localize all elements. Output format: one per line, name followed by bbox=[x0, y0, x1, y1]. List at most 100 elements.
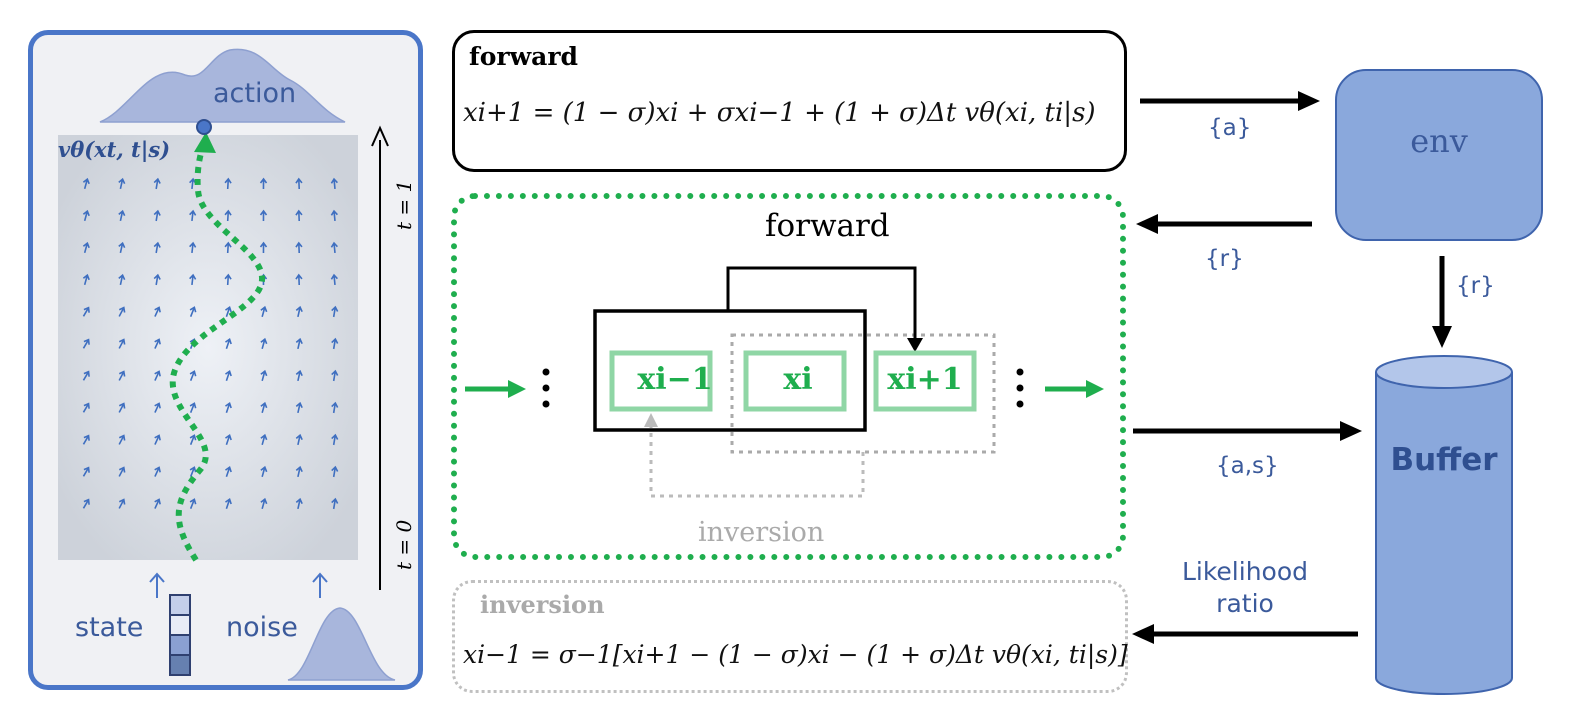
field-arrow bbox=[189, 241, 197, 254]
field-arrow bbox=[330, 209, 338, 222]
field-arrow bbox=[82, 370, 90, 381]
inversion-connector-arrowhead bbox=[644, 413, 658, 427]
field-arrow bbox=[295, 497, 303, 510]
field-arrow bbox=[82, 241, 90, 254]
arrow-likelihood-head bbox=[1132, 624, 1154, 644]
forward-box-title: forward bbox=[469, 42, 578, 71]
field-arrow bbox=[295, 305, 303, 318]
t-top-label: t = 1 bbox=[392, 179, 416, 230]
field-arrow bbox=[118, 338, 126, 349]
t-bottom-label: t = 0 bbox=[392, 519, 416, 570]
field-arrow bbox=[260, 369, 268, 382]
action-label: action bbox=[213, 78, 297, 109]
right-ellipsis-dot-2 bbox=[1016, 384, 1024, 392]
left-ellipsis-dot-3 bbox=[542, 400, 550, 408]
field-arrow bbox=[225, 401, 232, 413]
field-arrow bbox=[118, 306, 126, 317]
field-arrow bbox=[224, 241, 232, 254]
middle-inversion-label: inversion bbox=[698, 517, 825, 548]
field-arrow bbox=[154, 338, 161, 349]
left-ellipsis-dot-1 bbox=[542, 368, 550, 376]
vector-field-label-text: vθ(xt, t|s) bbox=[58, 137, 171, 162]
field-arrow bbox=[295, 401, 303, 414]
field-arrow bbox=[295, 465, 303, 478]
field-arrow bbox=[82, 338, 90, 349]
field-arrow bbox=[82, 273, 90, 286]
trajectory-path bbox=[169, 137, 265, 562]
node-label-x-im1: xi−1 bbox=[637, 362, 713, 397]
time-axis-arrowhead bbox=[371, 125, 389, 147]
buffer-cylinder-top bbox=[1375, 355, 1513, 389]
inversion-connector bbox=[649, 424, 865, 498]
field-arrow bbox=[82, 177, 90, 190]
arrow-a-head bbox=[1298, 91, 1320, 111]
field-arrow bbox=[330, 273, 338, 286]
field-arrow bbox=[154, 306, 161, 317]
field-arrow bbox=[118, 177, 126, 190]
field-arrow bbox=[260, 401, 268, 414]
field-arrow bbox=[189, 466, 197, 477]
node-box-x-i bbox=[743, 350, 847, 412]
field-arrow bbox=[224, 209, 232, 222]
field-arrow bbox=[331, 433, 339, 446]
field-arrow bbox=[118, 466, 126, 477]
field-arrow bbox=[331, 369, 339, 382]
field-arrow bbox=[82, 466, 90, 477]
left-ellipsis-dot-2 bbox=[542, 384, 550, 392]
state-vector-cell-4 bbox=[169, 654, 191, 676]
vector-field-arrows bbox=[82, 177, 339, 510]
field-arrow bbox=[225, 433, 232, 445]
green-output-arrowhead bbox=[1086, 380, 1104, 398]
field-arrow bbox=[154, 434, 161, 445]
field-arrow bbox=[331, 465, 339, 478]
field-arrow bbox=[295, 337, 303, 350]
field-arrow bbox=[118, 402, 126, 413]
env-box bbox=[1335, 69, 1543, 241]
field-arrow bbox=[153, 273, 161, 286]
buffer-cylinder-body bbox=[1375, 372, 1513, 695]
field-arrow bbox=[154, 466, 161, 477]
trajectory-arrowhead bbox=[194, 132, 216, 153]
middle-forward-title: forward bbox=[765, 208, 890, 244]
field-arrow bbox=[189, 209, 197, 222]
field-arrow bbox=[295, 177, 303, 190]
field-arrow bbox=[82, 434, 90, 445]
field-arrow bbox=[153, 241, 161, 254]
forward-window-box bbox=[593, 309, 867, 432]
state-vector-cell-2 bbox=[169, 614, 191, 636]
field-arrow bbox=[225, 497, 232, 509]
field-arrow bbox=[189, 434, 197, 445]
forward-equation: xi+1 = (1 − σ)xi + σxi−1 + (1 + σ)Δt vθ(… bbox=[463, 98, 1096, 128]
middle-forward-region bbox=[451, 193, 1126, 560]
node-box-x-ip1 bbox=[873, 350, 977, 412]
buffer-label: Buffer bbox=[1390, 442, 1498, 478]
field-arrow bbox=[153, 177, 161, 190]
arrow-r-left-head bbox=[1136, 214, 1158, 234]
field-arrow bbox=[295, 273, 303, 286]
vector-field-label: vθ(xt, t|s) bbox=[58, 137, 170, 162]
field-arrow bbox=[225, 337, 232, 349]
field-arrow bbox=[224, 273, 232, 286]
field-arrow bbox=[189, 306, 197, 317]
field-arrow bbox=[189, 402, 197, 413]
node-label-x-ip1: xi+1 bbox=[887, 362, 963, 397]
field-arrow bbox=[331, 401, 339, 414]
field-arrow bbox=[118, 209, 126, 222]
forward-equation-box bbox=[452, 30, 1127, 172]
right-graphics bbox=[1132, 69, 1543, 695]
field-arrow bbox=[189, 273, 197, 286]
field-arrow bbox=[260, 497, 268, 510]
green-input-arrowhead bbox=[508, 380, 526, 398]
field-arrow bbox=[118, 241, 126, 254]
field-arrow bbox=[118, 273, 126, 286]
likelihood-line-2: ratio bbox=[1216, 589, 1274, 618]
field-arrow bbox=[260, 465, 268, 478]
env-label: env bbox=[1410, 122, 1468, 160]
field-arrow bbox=[295, 433, 303, 446]
field-arrow bbox=[259, 209, 268, 222]
field-arrow bbox=[259, 177, 268, 190]
edge-label-as: {a,s} bbox=[1216, 453, 1279, 479]
field-arrow bbox=[330, 177, 338, 190]
node-box-x-im1 bbox=[609, 350, 713, 412]
inversion-box-title: inversion bbox=[480, 590, 605, 619]
